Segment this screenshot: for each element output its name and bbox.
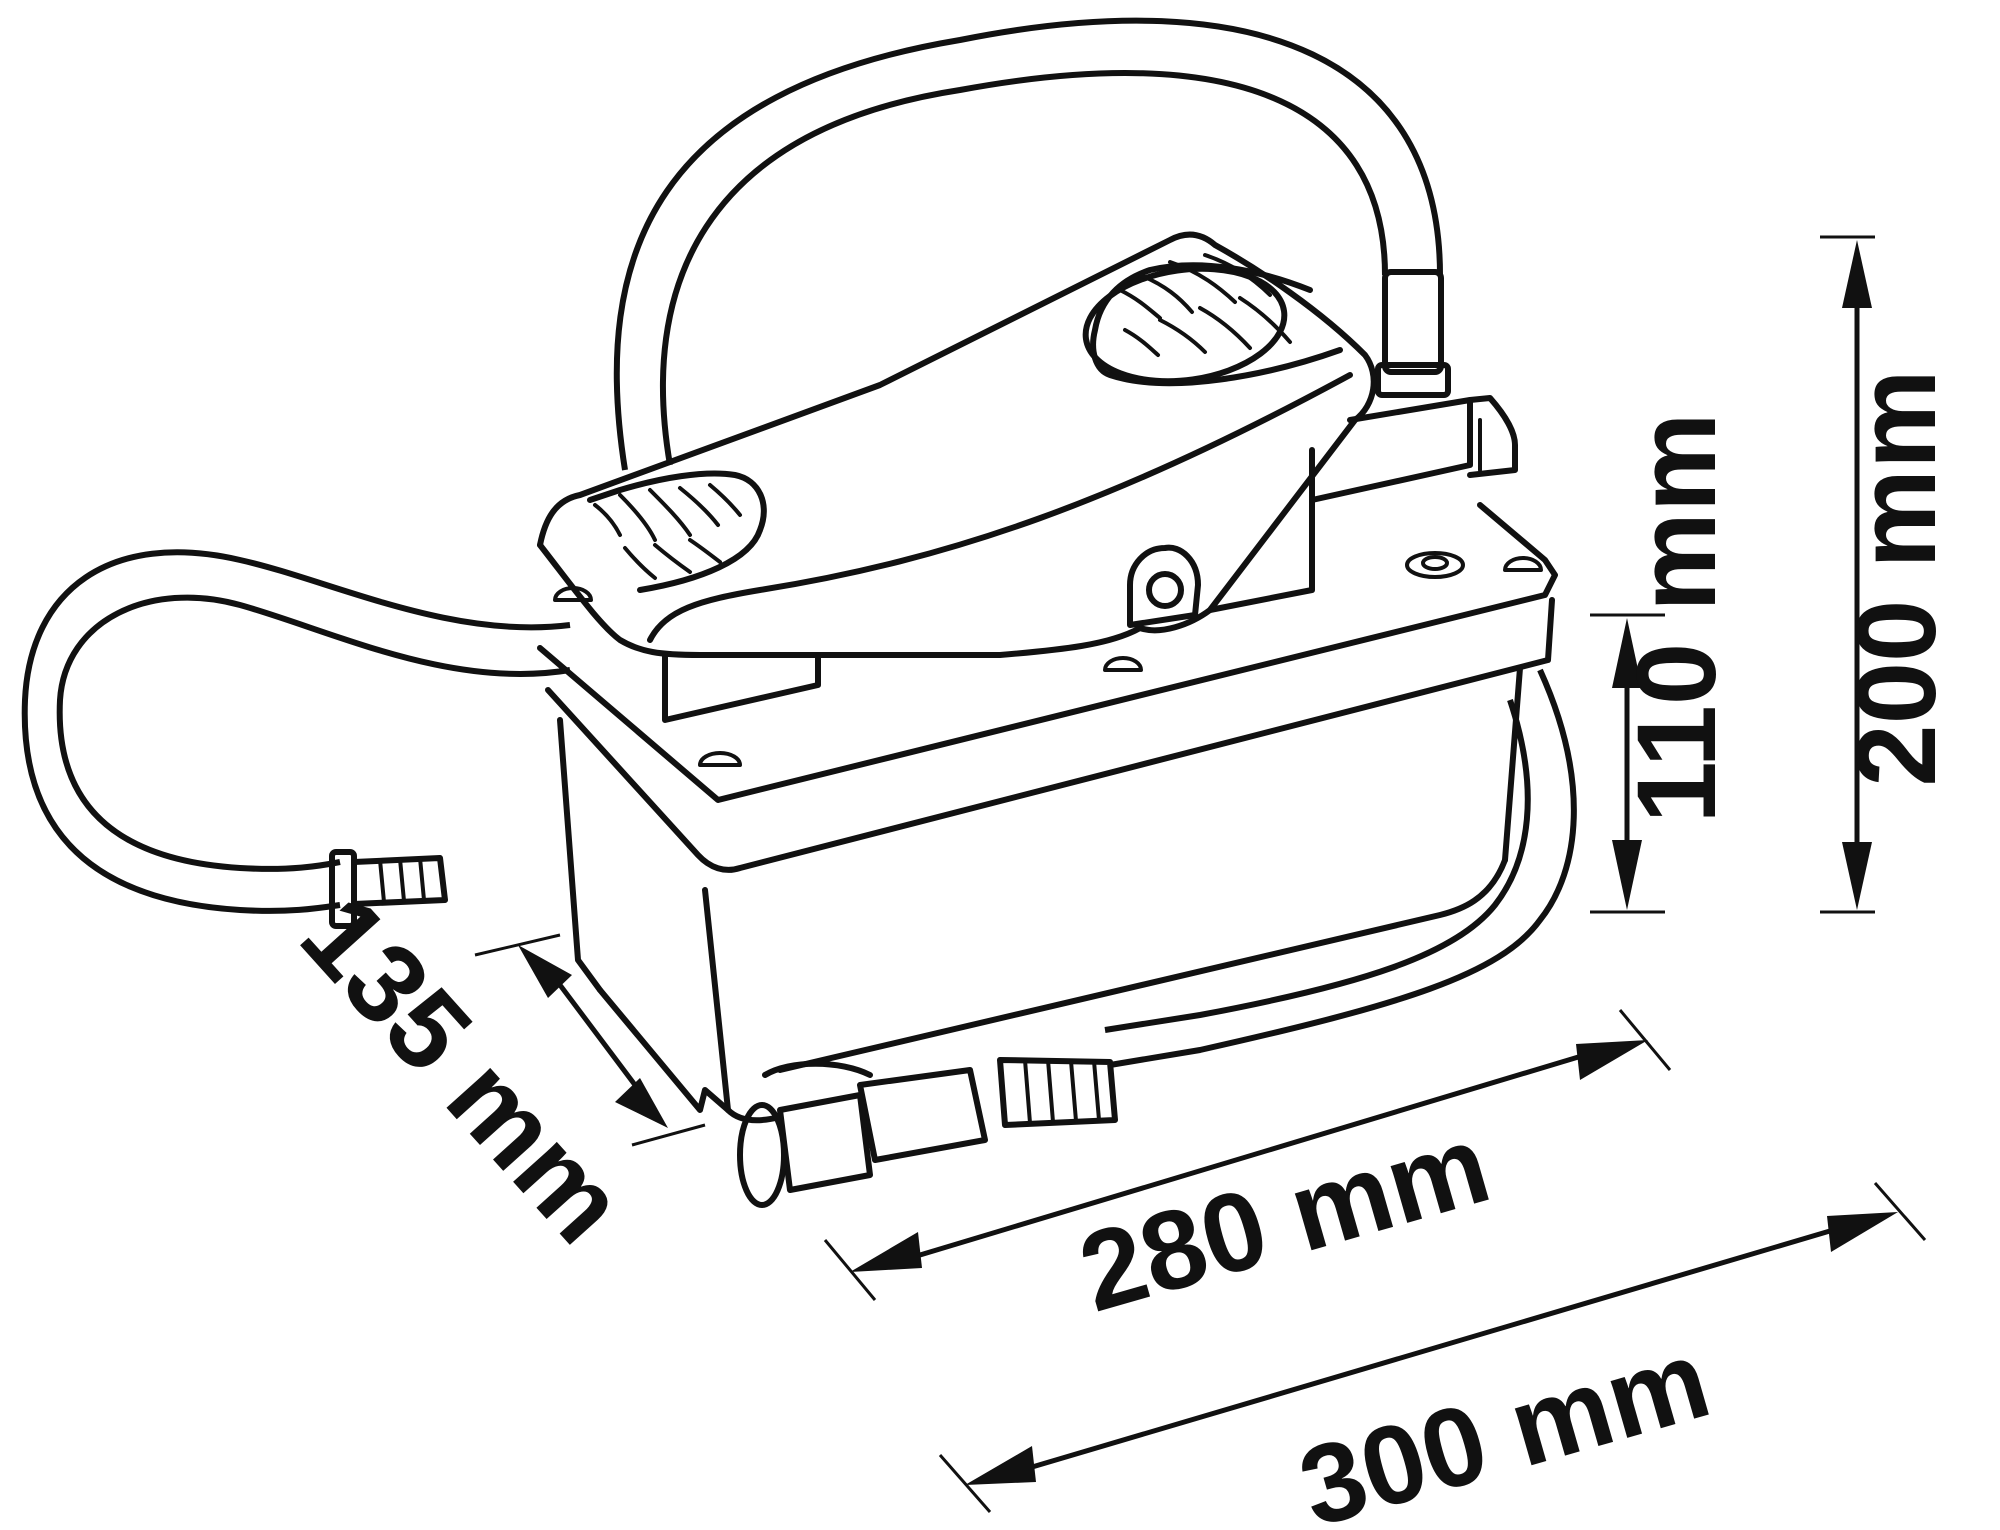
left-air-hose: [21, 549, 571, 929]
dimension-label-280mm: 280 mm: [1067, 1100, 1502, 1335]
front-outlet-hose: [737, 668, 1577, 1208]
dimension-label-110mm: 110 mm: [1614, 413, 1739, 824]
pedal-housing: [537, 231, 1518, 723]
foot-pads: [587, 253, 1343, 593]
pump-base: [537, 502, 1558, 1124]
dimension-110mm: 110 mm: [1590, 413, 1739, 914]
dimension-label-200mm: 200 mm: [1834, 369, 1959, 786]
dimension-200mm: 200 mm: [1820, 235, 1959, 914]
dimension-135mm: 135 mm: [278, 872, 706, 1266]
dimension-label-300mm: 300 mm: [1287, 1315, 1722, 1530]
dimension-280mm: 280 mm: [823, 1009, 1672, 1336]
upper-hose: [613, 17, 1451, 471]
dimension-label-135mm: 135 mm: [278, 872, 650, 1266]
